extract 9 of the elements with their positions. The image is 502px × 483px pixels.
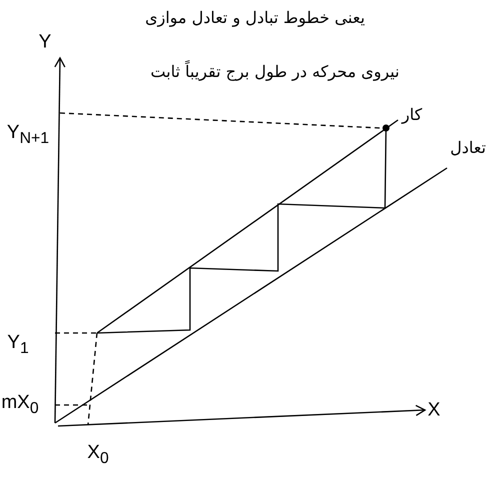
axis-label: X$_{0}$: [87, 443, 109, 467]
axis-label: X: [428, 400, 440, 420]
note-text: یعنی خطوط تبادل و تعادل موازی: [145, 10, 365, 26]
axis-label: Y: [38, 32, 52, 52]
line-label: کار: [402, 107, 422, 123]
axis-label: mX$_{0}$: [1, 393, 39, 417]
axis-label: Y$_{N+1}$: [6, 123, 50, 147]
axis-label: Y$_{1}$: [7, 333, 29, 357]
line-label: تعادل: [450, 140, 486, 156]
